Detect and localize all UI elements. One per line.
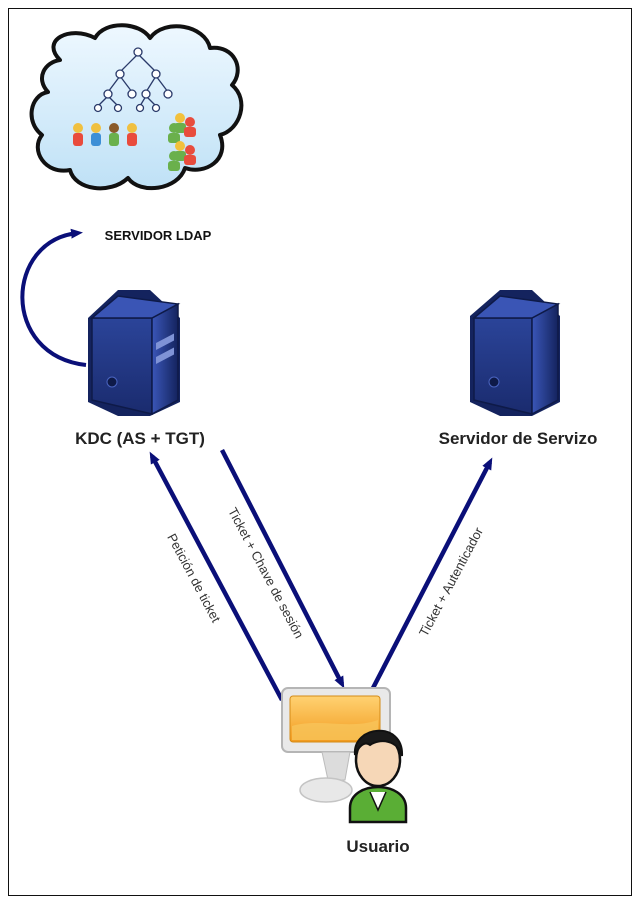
service-server-icon bbox=[470, 290, 561, 416]
workstation-user-icon bbox=[281, 687, 408, 824]
ldap-cloud-icon bbox=[29, 23, 244, 191]
kdc-label: KDC (AS + TGT) bbox=[75, 429, 205, 448]
directory-tree-icon bbox=[93, 47, 173, 113]
ticket-auth-arrow bbox=[371, 457, 493, 690]
kdc-to-ldap-arrow bbox=[20, 228, 87, 367]
groups-icon bbox=[168, 113, 196, 171]
ticket-key-arrow bbox=[219, 448, 345, 689]
user-label: Usuario bbox=[346, 837, 409, 856]
service-label: Servidor de Servizo bbox=[439, 429, 598, 448]
request-arrow bbox=[149, 451, 284, 702]
users-icon bbox=[73, 123, 137, 146]
ldap-label: SERVIDOR LDAP bbox=[105, 228, 212, 243]
kdc-server-icon bbox=[88, 290, 181, 416]
